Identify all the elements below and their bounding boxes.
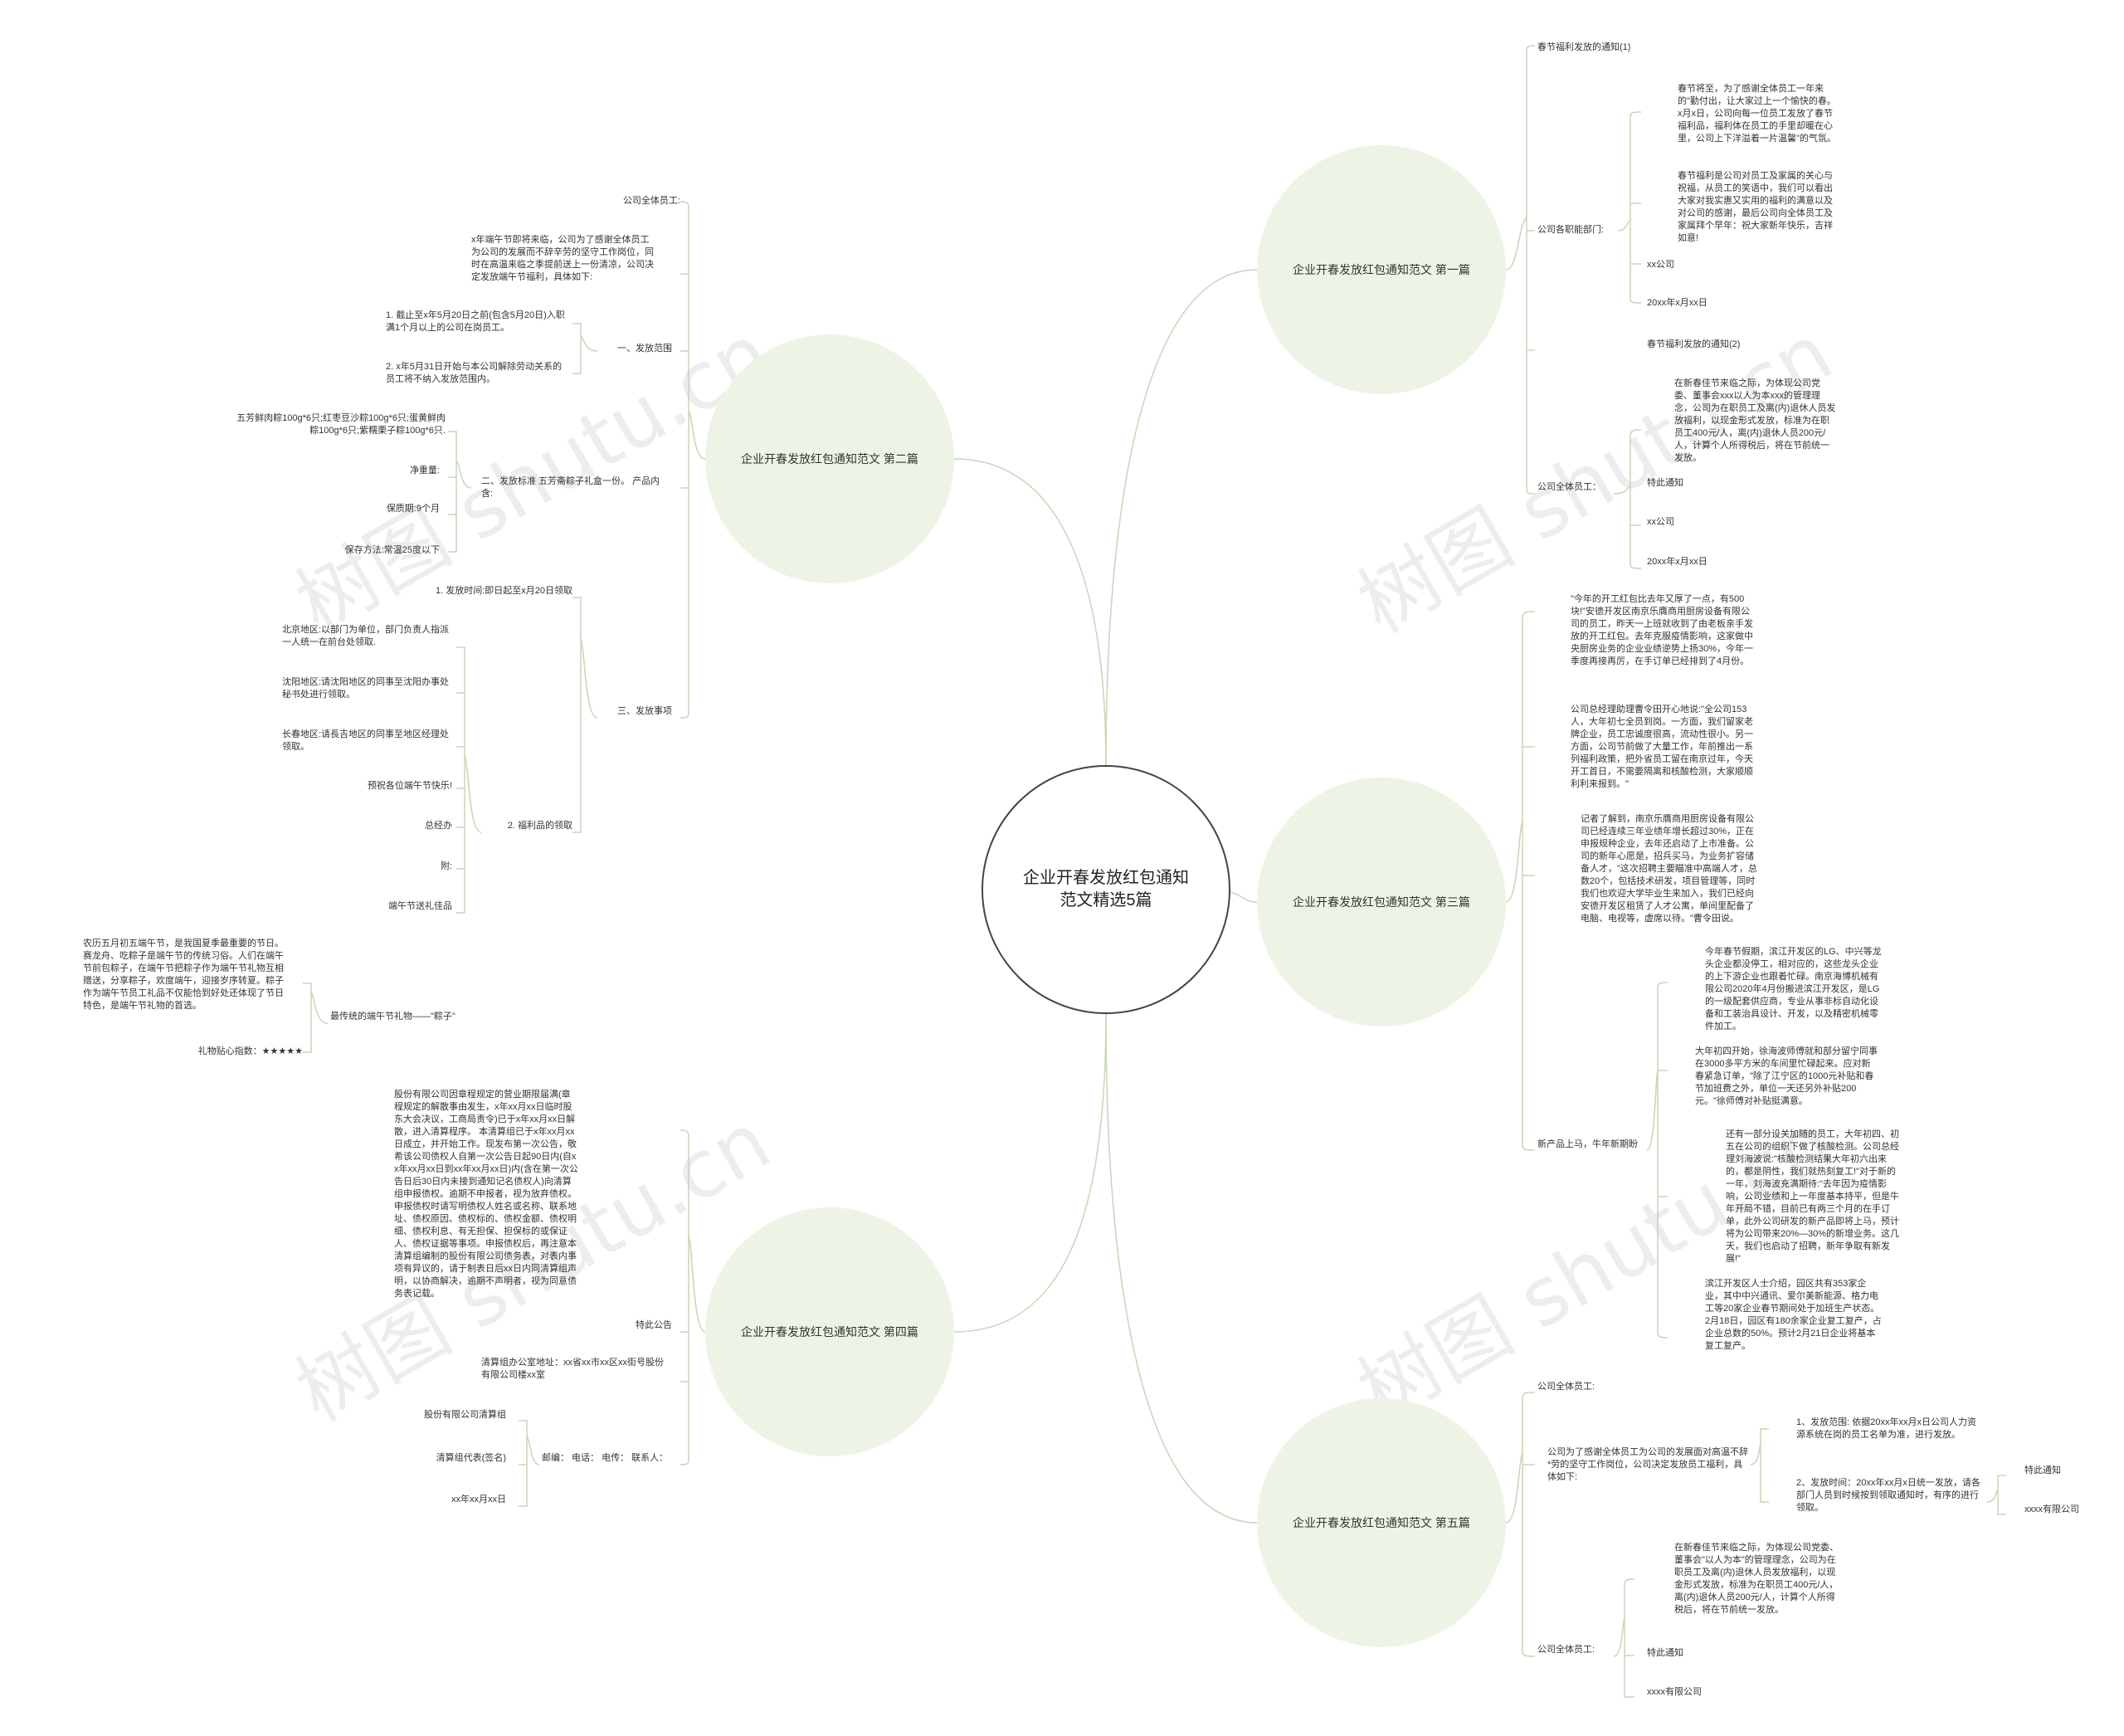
node[interactable]: 1. 发放时间:即日起至x月20日领取 bbox=[435, 586, 572, 596]
node[interactable]: 清算组办公室地址：xx省xx市xx区xx街号股份有限公司楼xx室 bbox=[481, 1358, 664, 1380]
node[interactable]: 保存方法:常温25度以下 bbox=[344, 545, 440, 555]
node[interactable]: 三、发放事项 bbox=[617, 706, 672, 716]
node[interactable]: 1、发放范围: 依据20xx年xx月x日公司人力资源系统在岗的员工名单为准，进行… bbox=[1796, 1417, 1976, 1440]
node[interactable]: xxxx有限公司 bbox=[1647, 1687, 1702, 1697]
node[interactable]: 端午节送礼佳品 bbox=[388, 901, 452, 911]
node[interactable]: 2. 福利品的领取 bbox=[507, 821, 572, 831]
node[interactable]: 在新春佳节来临之际，为体现公司党委、董事会"以人为本"的管理理念，公司为在职员工… bbox=[1674, 1543, 1839, 1615]
node[interactable]: 清算组代表(签名) bbox=[436, 1453, 506, 1463]
node[interactable]: 沈阳地区:请沈阳地区的同事至沈阳办事处秘书处进行领取。 bbox=[282, 677, 450, 700]
branch-topic-2[interactable]: 企业开春发放红包通知范文 第二篇 bbox=[705, 334, 954, 583]
node[interactable]: xx公司 bbox=[1647, 260, 1674, 270]
node[interactable]: 特此通知 bbox=[1647, 478, 1683, 488]
node[interactable]: 新产品上马，牛年新期盼 bbox=[1537, 1139, 1638, 1149]
node[interactable]: 春节将至，为了感谢全体员工一年来的"勤付出，让大家过上一个愉快的春。x月x日，公… bbox=[1678, 84, 1836, 144]
node[interactable]: 春节福利是公司对员工及家属的关心与祝福，从员工的笑语中，我们可以看出大家对我实惠… bbox=[1678, 171, 1833, 243]
node[interactable]: 北京地区:以部门为单位，部门负责人指派一人统一在前台处领取. bbox=[282, 625, 450, 647]
node[interactable]: "今年的开工红包比去年又厚了一点，有500块!"安德开发区南京乐膺商用厨房设备有… bbox=[1571, 594, 1754, 666]
branch-topic-4[interactable]: 企业开春发放红包通知范文 第四篇 bbox=[705, 1207, 954, 1456]
root-topic[interactable]: 企业开春发放红包通知范文精选5篇 bbox=[982, 765, 1230, 1014]
node[interactable]: 公司总经理助理曹令田开心地说:"全公司153人，大年初七全员到岗。一方面，我们留… bbox=[1571, 705, 1753, 789]
node[interactable]: 股份有限公司清算组 bbox=[424, 1410, 506, 1420]
branch-topic-1[interactable]: 企业开春发放红包通知范文 第一篇 bbox=[1257, 145, 1506, 394]
node[interactable]: 股份有限公司因章程规定的营业期限届满(章程规定的解散事由发生，x年xx月xx日临… bbox=[394, 1090, 578, 1299]
node[interactable]: 公司全体员工: bbox=[1537, 1645, 1595, 1655]
node[interactable]: 预祝各位端午节快乐! bbox=[367, 781, 452, 791]
node[interactable]: 特此通知 bbox=[1647, 1648, 1683, 1658]
node[interactable]: 邮编： 电话： 电传： 联系人： bbox=[542, 1453, 669, 1463]
node[interactable]: 还有一部分设关加随的员工，大年初四、初五在公司的组织下做了核酸检测。公司总经理刘… bbox=[1726, 1129, 1900, 1264]
node[interactable]: 净重量: bbox=[409, 466, 440, 475]
node[interactable]: 农历五月初五端午节，是我国夏季最重要的节日。赛龙舟、吃粽子是端午节的传统习俗。人… bbox=[83, 939, 284, 1011]
node[interactable]: 2. x年5月31日开始与本公司解除劳动关系的员工将不纳入发放范围内。 bbox=[386, 362, 563, 384]
node[interactable]: 大年初四开始，徐海波师傅就和部分留宁同事在3000多平方米的车间里忙碌起来。应对… bbox=[1695, 1046, 1878, 1106]
node[interactable]: 附: bbox=[440, 861, 452, 871]
node[interactable]: 公司各职能部门: bbox=[1537, 225, 1605, 235]
node[interactable]: xxxx有限公司 bbox=[2024, 1504, 2079, 1514]
node[interactable]: 1. 截止至x年5月20日之前(包含5月20日)入职满1个月以上的公司在岗员工。 bbox=[386, 310, 565, 333]
node[interactable]: 特此公告 bbox=[636, 1320, 672, 1330]
node[interactable]: 公司为了感谢全体员工为公司的发展面对高温不辞*劳的坚守工作岗位，公司决定发放员工… bbox=[1547, 1447, 1748, 1482]
node[interactable]: 五芳鲜肉粽100g*6只;红枣豆沙粽100g*6只;蛋黄鲜肉粽100g*6只;紫… bbox=[236, 413, 446, 436]
node[interactable]: 今年春节假期，滨江开发区的LG、中兴等龙头企业都没停工，相对应的，这些龙头企业的… bbox=[1705, 947, 1882, 1031]
branch-topic-3[interactable]: 企业开春发放红包通知范文 第三篇 bbox=[1257, 778, 1506, 1026]
node[interactable]: 记者了解到，南京乐膺商用厨房设备有限公司已经连续三年业绩年增长超过30%，正在申… bbox=[1581, 814, 1757, 924]
node[interactable]: xx年xx月xx日 bbox=[451, 1495, 506, 1504]
node[interactable]: xx公司 bbox=[1647, 517, 1674, 527]
node[interactable]: 最传统的端午节礼物——"粽子" bbox=[330, 1012, 455, 1022]
node[interactable]: 春节福利发放的通知(2) bbox=[1647, 339, 1741, 349]
node[interactable]: 特此通知 bbox=[2024, 1465, 2061, 1475]
node[interactable]: 20xx年x月xx日 bbox=[1647, 557, 1707, 567]
node[interactable]: 滨江开发区人士介绍，园区共有353家企业，其中中兴通讯、爱尔美新能源、格力电工等… bbox=[1705, 1279, 1882, 1351]
node[interactable]: 春节福利发放的通知(1) bbox=[1537, 42, 1631, 52]
node[interactable]: 20xx年x月xx日 bbox=[1647, 298, 1707, 308]
node[interactable]: 保质期:9个月 bbox=[386, 504, 440, 514]
branch-topic-5[interactable]: 企业开春发放红包通知范文 第五篇 bbox=[1257, 1398, 1506, 1647]
node[interactable]: 2、发放时间：20xx年xx月x日统一发放，请各部门人员到时候按到领取通知时，有… bbox=[1796, 1478, 1980, 1513]
node[interactable]: 在新春佳节来临之际，为体现公司党委、董事会xxx以人为本xxx的管理理念，公司为… bbox=[1674, 378, 1836, 463]
node[interactable]: 公司全体员工: bbox=[1537, 1382, 1595, 1392]
node[interactable]: 礼物贴心指数：★★★★★ bbox=[197, 1046, 303, 1056]
node[interactable]: x年端午节即将来临，公司为了感谢全体员工为公司的发展而不辞辛劳的坚守工作岗位，同… bbox=[471, 235, 654, 282]
node[interactable]: 公司全体员工: bbox=[622, 196, 680, 206]
node[interactable]: 一、发放范围 bbox=[617, 344, 672, 354]
node[interactable]: 二、发放标准 五芳斋粽子礼盒一份。 产品内含: bbox=[481, 476, 660, 499]
node[interactable]: 长春地区:请長吉地区的同事至地区经理处领取。 bbox=[282, 729, 450, 752]
node[interactable]: 总经办 bbox=[425, 821, 452, 831]
node[interactable]: 公司全体员工： bbox=[1537, 482, 1601, 492]
